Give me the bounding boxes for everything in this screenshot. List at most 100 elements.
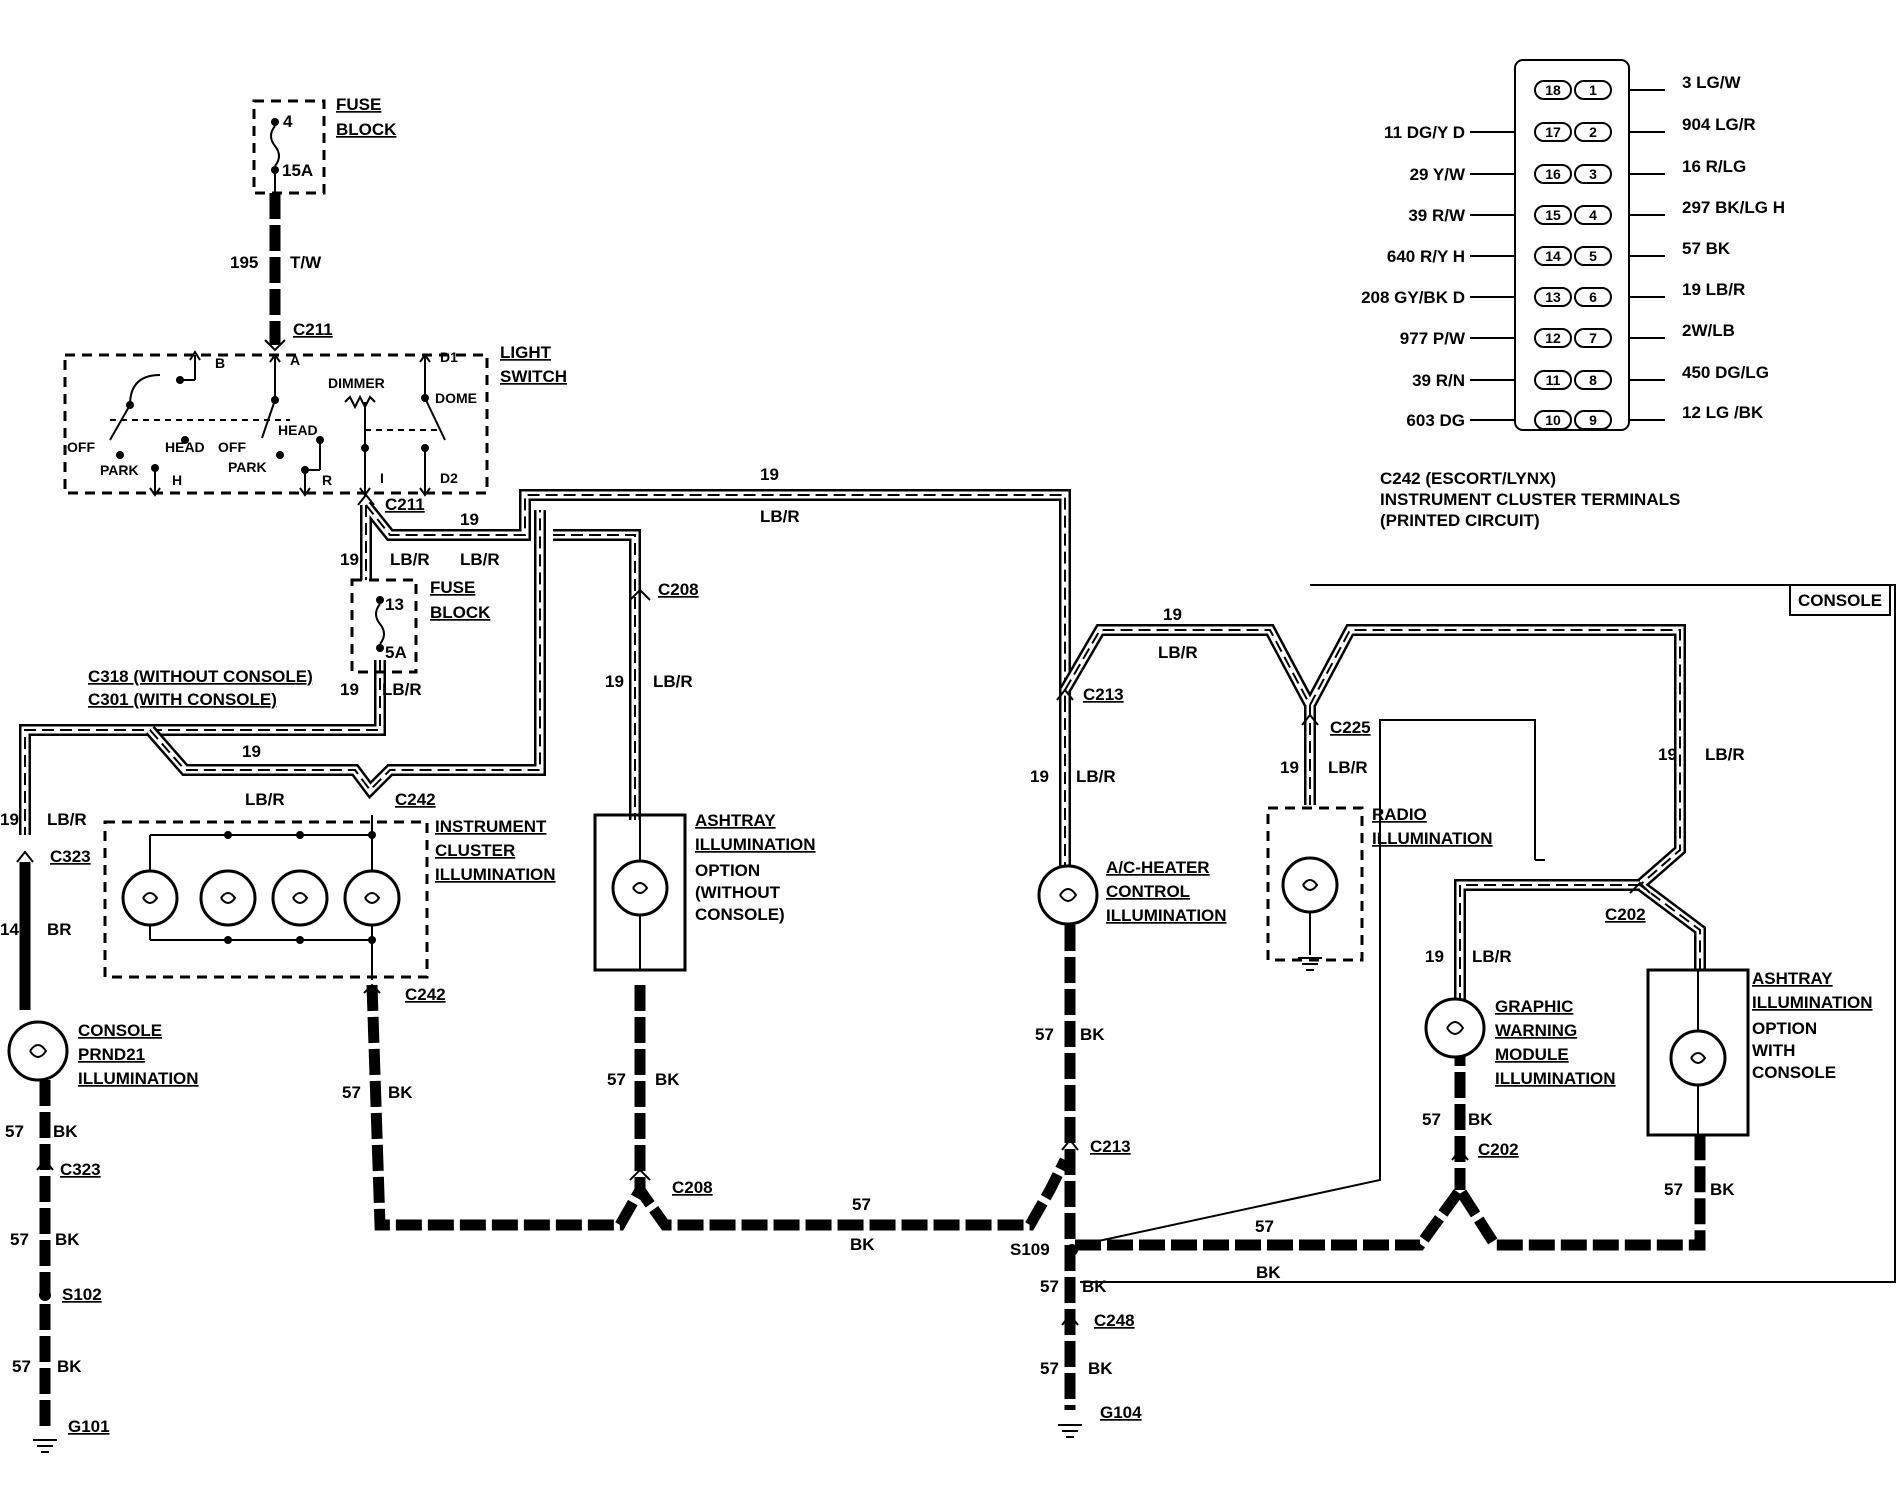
svg-text:S102: S102 — [62, 1285, 102, 1304]
svg-text:OFF: OFF — [218, 439, 246, 455]
svg-text:LB/R: LB/R — [1705, 745, 1745, 764]
svg-text:C318 (WITHOUT CONSOLE): C318 (WITHOUT CONSOLE) — [88, 667, 313, 686]
circuit-label: 603 DG — [1406, 411, 1465, 430]
connector-pin — [1534, 122, 1572, 142]
pin-number: 1 — [1589, 82, 1597, 98]
connector-pin — [1574, 80, 1612, 100]
connector-title: (PRINTED CIRCUIT) — [1380, 511, 1540, 530]
light-switch: LIGHT SWITCH B OFF HEAD PARK H A OFF HEA… — [63, 343, 567, 497]
svg-text:19: 19 — [760, 465, 779, 484]
svg-text:MODULE: MODULE — [1495, 1045, 1569, 1064]
svg-text:BK: BK — [1082, 1277, 1107, 1296]
svg-text:C242: C242 — [405, 985, 446, 1004]
connector-pin — [1574, 205, 1612, 225]
pin-number: 2 — [1589, 124, 1597, 140]
svg-text:OFF: OFF — [67, 439, 95, 455]
pin-number: 13 — [1545, 289, 1561, 305]
circuit-label: 640 R/Y H — [1387, 247, 1465, 266]
svg-text:ILLUMINATION: ILLUMINATION — [1752, 993, 1873, 1012]
connector-pin — [1574, 122, 1612, 142]
pin-number: 18 — [1545, 82, 1561, 98]
svg-text:ILLUMINATION: ILLUMINATION — [435, 865, 556, 884]
pin-number: 4 — [1589, 207, 1597, 223]
connector-pin — [1534, 287, 1572, 307]
svg-text:D1: D1 — [440, 349, 458, 365]
circuit-label: 29 Y/W — [1410, 165, 1466, 184]
connector-pin — [1574, 410, 1612, 430]
svg-text:LB/R: LB/R — [390, 550, 430, 569]
svg-text:DOME: DOME — [435, 390, 477, 406]
pin-number: 16 — [1545, 166, 1561, 182]
connector-label: C211 — [293, 320, 333, 339]
svg-text:ILLUMINATION: ILLUMINATION — [1372, 829, 1493, 848]
connector-title: INSTRUMENT CLUSTER TERMINALS — [1380, 490, 1680, 509]
connector-pin — [1574, 164, 1612, 184]
svg-text:H: H — [172, 472, 182, 488]
svg-text:BK: BK — [1256, 1263, 1281, 1282]
svg-text:C323: C323 — [50, 847, 91, 866]
svg-text:HEAD: HEAD — [165, 439, 205, 455]
svg-text:19: 19 — [1280, 758, 1299, 777]
svg-text:LB/R: LB/R — [460, 550, 500, 569]
circuit-label: 57 BK — [1682, 239, 1731, 258]
svg-text:I: I — [380, 470, 384, 486]
circuit-label: 297 BK/LG H — [1682, 198, 1785, 217]
svg-text:57: 57 — [10, 1230, 29, 1249]
connector-pin — [1574, 328, 1612, 348]
svg-text:G104: G104 — [1100, 1403, 1142, 1422]
svg-text:14: 14 — [0, 920, 19, 939]
svg-text:RADIO: RADIO — [1372, 805, 1427, 824]
svg-text:19: 19 — [340, 680, 359, 699]
svg-text:SWITCH: SWITCH — [500, 367, 567, 386]
svg-text:57: 57 — [607, 1070, 626, 1089]
svg-text:19: 19 — [242, 742, 261, 761]
fuse-rating: 15A — [282, 161, 313, 180]
connector-pin — [1534, 328, 1572, 348]
svg-text:57: 57 — [1422, 1110, 1441, 1129]
circuit-label: 16 R/LG — [1682, 157, 1746, 176]
ground-g101 — [33, 1439, 57, 1453]
svg-text:CLUSTER: CLUSTER — [435, 841, 515, 860]
connector-pin — [1534, 370, 1572, 390]
circuit-label: 2W/LB — [1682, 321, 1735, 340]
connector-label: C211 — [385, 495, 425, 514]
svg-text:57: 57 — [12, 1357, 31, 1376]
svg-text:57: 57 — [1035, 1025, 1054, 1044]
graphic-warning-module-bulb — [1424, 997, 1486, 1059]
svg-text:S109: S109 — [1010, 1240, 1050, 1259]
svg-text:(WITHOUT: (WITHOUT — [695, 883, 781, 902]
svg-text:PARK: PARK — [100, 462, 139, 478]
svg-text:A/C-HEATER: A/C-HEATER — [1106, 858, 1210, 877]
svg-text:FUSE: FUSE — [430, 578, 475, 597]
svg-text:ILLUMINATION: ILLUMINATION — [695, 835, 816, 854]
svg-text:OPTION: OPTION — [695, 861, 760, 880]
pin-number: 11 — [1546, 372, 1561, 388]
svg-text:LB/R: LB/R — [653, 672, 693, 691]
svg-text:57: 57 — [852, 1195, 871, 1214]
pin-number: 10 — [1545, 412, 1561, 428]
console-boundary — [1079, 584, 1896, 1283]
svg-text:19: 19 — [460, 510, 479, 529]
circuit-label: 904 LG/R — [1682, 115, 1756, 134]
svg-text:C202: C202 — [1605, 905, 1646, 924]
svg-text:LB/R: LB/R — [1472, 947, 1512, 966]
fuse-block-label: FUSE — [336, 95, 381, 114]
pin-number: 7 — [1589, 330, 1597, 346]
svg-text:C202: C202 — [1478, 1140, 1519, 1159]
svg-text:LB/R: LB/R — [1158, 643, 1198, 662]
pin-number: 3 — [1589, 166, 1597, 182]
svg-text:CONSOLE: CONSOLE — [1752, 1063, 1836, 1082]
fuse-number: 4 — [283, 112, 293, 131]
svg-text:19: 19 — [1030, 767, 1049, 786]
svg-text:C301 (WITH CONSOLE): C301 (WITH CONSOLE) — [88, 690, 277, 709]
circuit-label: 450 DG/LG — [1682, 363, 1769, 382]
ashtray-illumination-without-console — [593, 813, 687, 972]
ac-heater-control-bulb — [1037, 864, 1099, 926]
pin-number: 8 — [1589, 372, 1597, 388]
circuit-label: 12 LG /BK — [1682, 403, 1764, 422]
connector-pin — [1534, 164, 1572, 184]
svg-text:R: R — [322, 472, 332, 488]
circuit-label: 19 LB/R — [1682, 280, 1745, 299]
